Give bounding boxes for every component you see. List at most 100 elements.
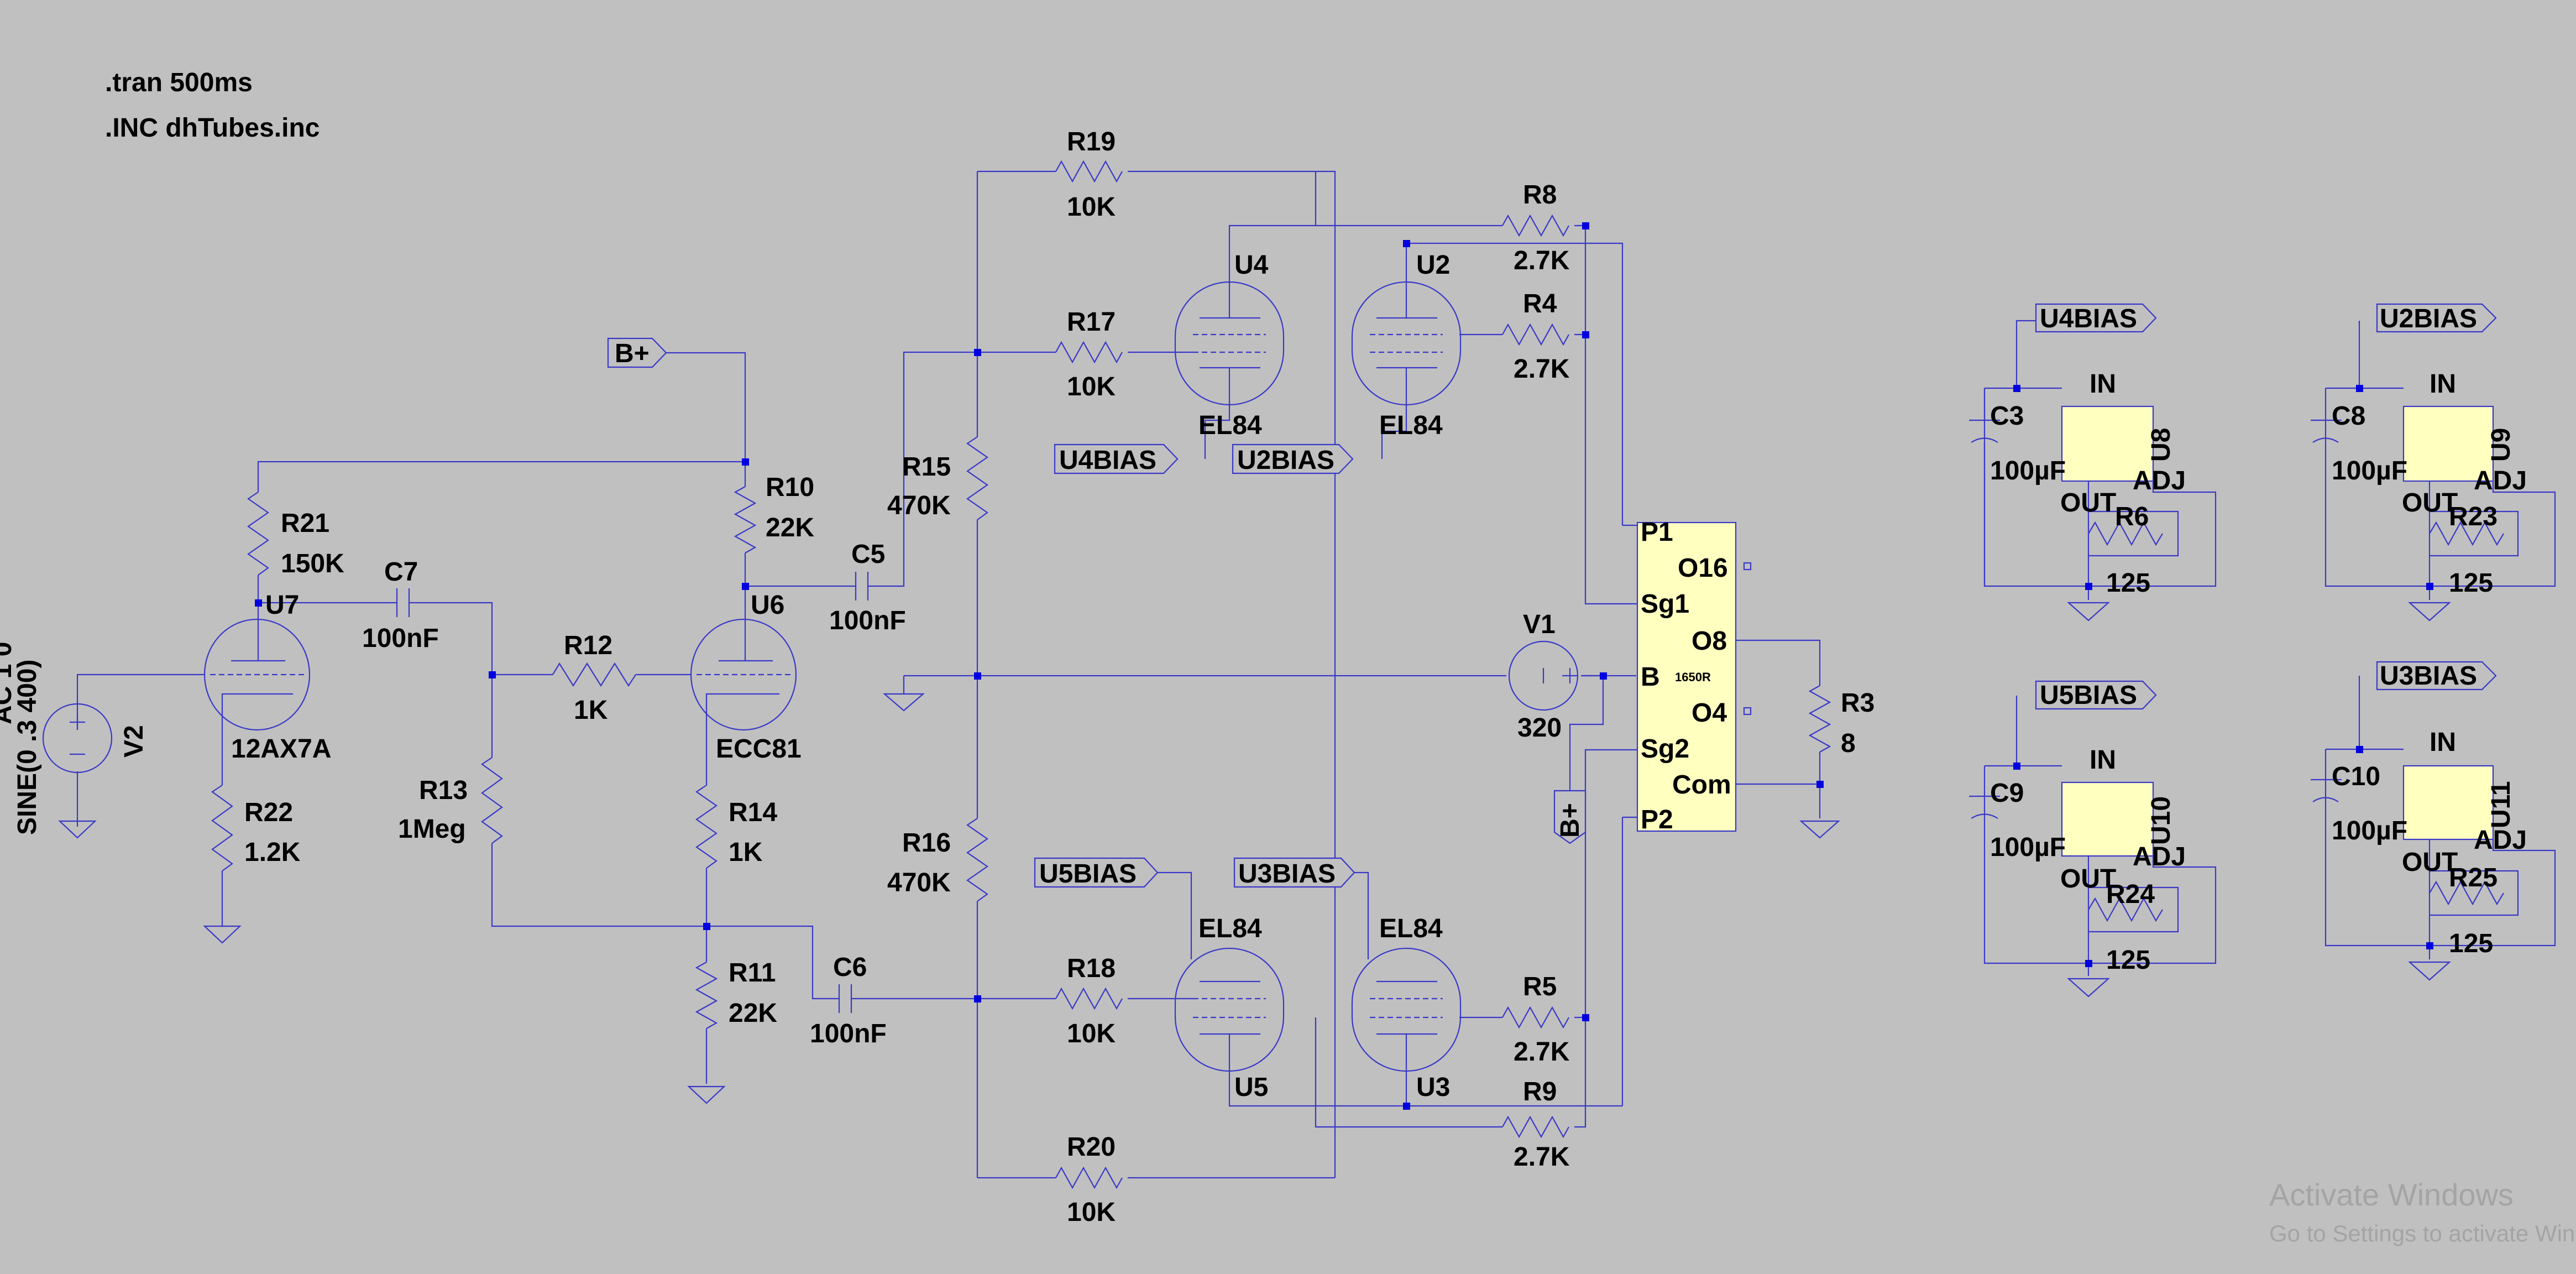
c3-name: C3: [1990, 401, 2024, 431]
r22-name: R22: [244, 798, 293, 827]
xfmr-pin-sg2: Sg2: [1641, 734, 1689, 764]
r8-name: R8: [1523, 180, 1557, 210]
xfmr-pin-com: Com: [1672, 770, 1731, 800]
resistor-R13: [481, 757, 503, 844]
c7-value: 100nF: [362, 624, 439, 653]
resistor-R14: [695, 785, 718, 869]
tube-u4-model: EL84: [1198, 411, 1262, 440]
tube-u7-name: U7: [265, 591, 299, 620]
r23-name: R23: [2449, 502, 2498, 531]
r13-name: R13: [419, 776, 468, 805]
r4-name: R4: [1523, 289, 1557, 318]
r25-name: R25: [2449, 863, 2498, 892]
resistor-R25: [2429, 880, 2504, 906]
tube-U7: [203, 618, 311, 731]
r15-value: 470K: [887, 491, 951, 520]
reg-u8-out: OUT: [2060, 488, 2116, 518]
resistor-bodies: [211, 160, 2504, 1189]
xfmr-pin-o4: O4: [1692, 698, 1727, 728]
ground-symbol: [2408, 602, 2451, 622]
capacitor-C3: [1969, 419, 2000, 443]
tube-u7-model: 12AX7A: [231, 734, 331, 764]
resistor-R8: [1502, 214, 1569, 237]
tube-u6-model: ECC81: [716, 734, 802, 764]
reg-u8-adj: ADJ: [2133, 466, 2186, 495]
resistor-R5: [1502, 1006, 1569, 1029]
resistor-R11: [695, 962, 718, 1029]
reg-u10-out: OUT: [2060, 864, 2116, 894]
reg-u8-in: IN: [2090, 369, 2116, 399]
supply-v1-name: V1: [1523, 610, 1556, 639]
net-u5bias: U5BIAS: [1039, 859, 1137, 889]
r19-value: 10K: [1067, 192, 1116, 222]
resistor-R18: [1055, 987, 1123, 1010]
xfmr-pin-o8: O8: [1692, 626, 1727, 656]
r22-value: 1.2K: [244, 838, 301, 867]
resistor-R20: [1055, 1166, 1123, 1189]
voltage-source-V1: [1508, 640, 1579, 711]
resistor-R22: [211, 785, 233, 871]
tube-U2: [1351, 281, 1462, 406]
tube-u6-name: U6: [751, 591, 784, 620]
ground-symbol: [883, 693, 925, 712]
net-u5bias-reg: U5BIAS: [2040, 681, 2137, 710]
r24-name: R24: [2106, 880, 2155, 909]
tube-u3-model: EL84: [1379, 914, 1443, 943]
c7-name: C7: [384, 557, 418, 587]
reg-u10-adj: ADJ: [2133, 842, 2186, 871]
c9-value: 100µF: [1990, 833, 2066, 862]
reg-u11-name: U11: [2486, 781, 2516, 828]
ground-symbol: [2067, 978, 2110, 998]
resistor-R16: [966, 818, 988, 902]
sources: [42, 640, 1579, 774]
net-u3bias-reg: U3BIAS: [2380, 661, 2477, 691]
r21-name: R21: [281, 509, 329, 538]
net-u4bias-reg: U4BIAS: [2040, 304, 2137, 333]
voltage-source-V2: [42, 703, 113, 774]
c10-name: C10: [2332, 762, 2380, 791]
reg-u11-in: IN: [2430, 728, 2456, 757]
reg-u8-name: U8: [2146, 428, 2176, 462]
source-v2-sine: SINE(0 .3 400): [13, 660, 42, 835]
tube-u4-name: U4: [1234, 250, 1269, 280]
resistor-R17: [1055, 341, 1123, 364]
r11-name: R11: [729, 958, 776, 988]
tube-U4: [1174, 281, 1285, 406]
watermark-line1: Activate Windows: [2269, 1177, 2514, 1212]
r6-value: 125: [2106, 568, 2150, 598]
regulator-U11-body: [2402, 765, 2494, 840]
ground-symbol: [1799, 820, 1840, 839]
reg-u9-in: IN: [2430, 369, 2456, 399]
ground-symbol: [2408, 961, 2451, 981]
regulator-U9-body: [2402, 405, 2494, 482]
r16-value: 470K: [887, 868, 951, 897]
capacitor-C5: [855, 572, 869, 601]
labels: .tran 500ms .INC dhTubes.inc V2 AC 1 0 S…: [0, 68, 2576, 1246]
resistor-R3: [1808, 685, 1831, 753]
output-transformer-body: [1636, 521, 1737, 832]
reg-u11-out: OUT: [2402, 848, 2458, 877]
net-u3bias: U3BIAS: [1238, 859, 1336, 889]
ground-symbol: [687, 1085, 726, 1104]
c10-value: 100µF: [2332, 816, 2407, 845]
net-u2bias-reg: U2BIAS: [2380, 304, 2477, 333]
reg-u10-in: IN: [2090, 745, 2116, 775]
r9-name: R9: [1523, 1077, 1557, 1106]
r8-value: 2.7K: [1514, 246, 1570, 275]
directive-tran: .tran 500ms: [105, 68, 253, 97]
r3-value: 8: [1841, 729, 1856, 758]
regulator-U10-body: [2061, 781, 2154, 857]
tube-u5-name: U5: [1234, 1073, 1268, 1102]
r10-name: R10: [766, 473, 814, 502]
xfmr-pin-p1: P1: [1641, 518, 1673, 547]
grounds: [58, 602, 2451, 1104]
resistor-R4: [1502, 323, 1569, 346]
xfmr-pin-o16: O16: [1678, 554, 1728, 583]
c5-name: C5: [851, 540, 885, 569]
r3-name: R3: [1841, 688, 1875, 718]
r5-value: 2.7K: [1514, 1037, 1570, 1067]
r12-name: R12: [564, 631, 612, 660]
net-u2bias: U2BIAS: [1237, 446, 1334, 475]
xfmr-pin-b: B: [1641, 662, 1660, 692]
